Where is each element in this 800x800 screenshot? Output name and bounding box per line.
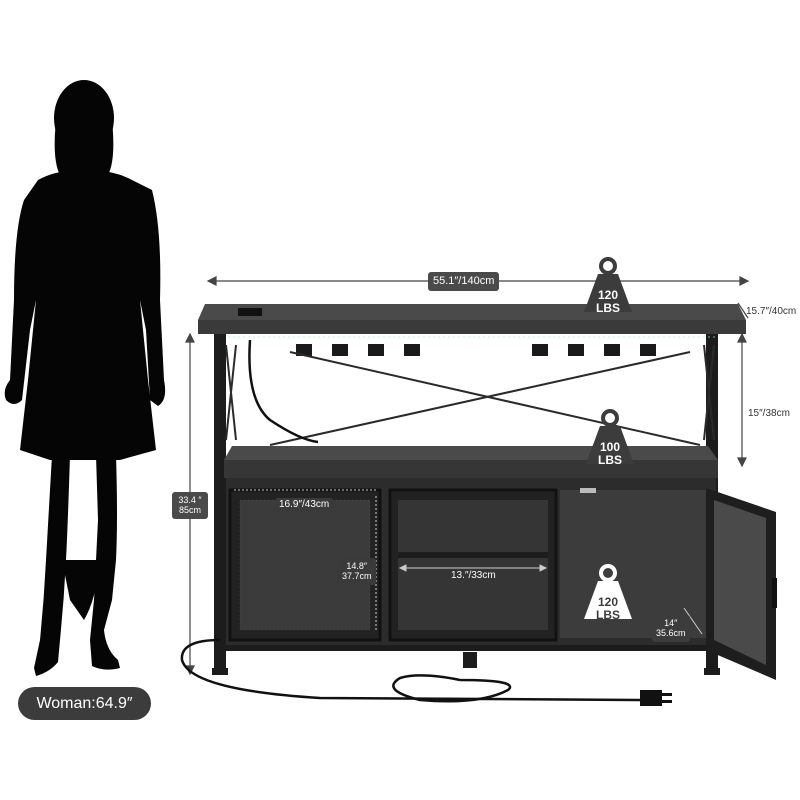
inner-width-label: 13.″/33cm (448, 569, 499, 583)
weight-bottom: 120 LBS (585, 581, 631, 631)
shelf-height-line (737, 332, 747, 468)
weight-icon-bottom (584, 564, 632, 619)
weight-icon-top (584, 257, 632, 312)
woman-height-label: Woman:64.9″ (18, 687, 151, 720)
door-height-inches: 14.8″ (346, 561, 368, 571)
depth-dimension-line (737, 302, 749, 319)
total-height-inches: 33.4 ″ (178, 495, 202, 505)
top-board (198, 304, 746, 338)
weight-icon-middle (586, 409, 634, 464)
glass-holders (296, 344, 656, 356)
right-door-open (706, 488, 777, 680)
open-compartment (560, 488, 706, 638)
weight-top-unit: LBS (596, 301, 620, 315)
middle-shelf (224, 446, 718, 478)
side-bracing (225, 344, 715, 441)
door-width-label: 16.9″/43cm (276, 498, 333, 512)
middle-door (388, 488, 558, 642)
cabinet-depth-inches: 14″ (664, 618, 678, 628)
weight-middle-unit: LBS (598, 453, 622, 467)
woman-silhouette (4, 80, 166, 676)
weight-top: 120 LBS (585, 274, 631, 324)
total-height-cm: 85cm (178, 505, 201, 516)
weight-bottom-value: 120 (597, 595, 619, 609)
total-height-label: 33.4 ″ 85cm (172, 492, 208, 519)
shelf-height-label: 15″/38cm (748, 408, 790, 419)
weight-middle: 100 LBS (587, 426, 633, 476)
weight-bottom-unit: LBS (596, 608, 620, 622)
cabinet-depth-cm: 35.6cm (656, 628, 686, 639)
power-cord (180, 339, 641, 703)
cabinet-depth-label: 14″ 35.6cm (652, 615, 690, 642)
plug (640, 690, 672, 706)
interior-dimension-lines (234, 489, 703, 635)
weight-top-value: 120 (597, 288, 619, 302)
door-height-cm: 37.7cm (342, 571, 372, 582)
depth-label: 15.7″/40cm (746, 306, 797, 317)
door-height-label: 14.8″ 37.7cm (338, 558, 376, 585)
weight-middle-value: 100 (599, 440, 621, 454)
back-bracing (269, 351, 701, 446)
width-label: 55.1″/140cm (428, 272, 500, 292)
